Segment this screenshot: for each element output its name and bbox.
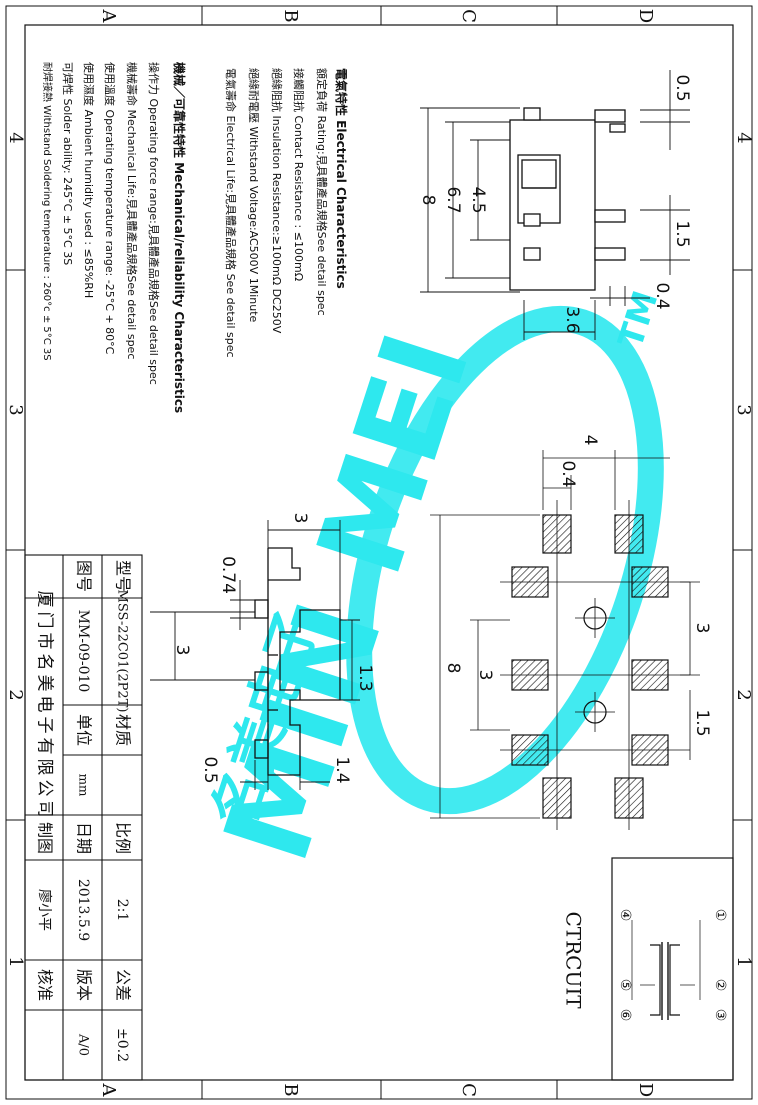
dim-1-5: 1.5 [672, 220, 692, 247]
unit-label: 单位 [75, 714, 94, 746]
row-number-left: 3 [5, 404, 26, 415]
col-letter-bottom: C [458, 1083, 479, 1097]
tolerance-value: ±0.2 [114, 1028, 130, 1062]
row-number-right: 3 [733, 404, 754, 415]
dim-0-4: 0.4 [652, 282, 672, 309]
drawing-no-label: 图号 [75, 560, 94, 592]
dim-3-6: 3.6 [562, 306, 582, 333]
dim-8: 8 [443, 663, 463, 674]
date-value: 2013.5.9 [75, 879, 91, 941]
col-letter-bottom: A [98, 1083, 119, 1098]
dim-4: 4 [580, 435, 600, 446]
mechanical-line: 使用溫度 Operating temperature range: -25°C … [103, 62, 116, 355]
dim-1-3: 1.3 [355, 664, 375, 691]
title-block-text: 型号 MSS-22C01(2P2T) 材质 比例 2:1 公差 ±0.2 图号 … [35, 560, 133, 1062]
dim-3: 3 [172, 645, 192, 656]
pcb-dimension-labels: 4 0.4 3 8 3 1.5 [443, 435, 712, 737]
col-letter-top: C [458, 9, 479, 23]
version-label: 版本 [75, 969, 94, 1001]
model-label: 型号 [114, 560, 133, 592]
dim-3: 3 [475, 670, 495, 681]
dim-0-4: 0.4 [558, 460, 578, 487]
col-letter-bottom: D [635, 1083, 656, 1097]
dim-0-74: 0.74 [218, 556, 238, 594]
drafter-label: 制图 [36, 822, 55, 854]
pin-3: ③ [712, 1009, 728, 1022]
actuator [521, 159, 557, 189]
row-number-left: 1 [5, 956, 26, 967]
row-number-right: 4 [733, 132, 754, 143]
date-label: 日期 [75, 822, 94, 854]
electrical-line: 絕緣耐電壓 Withstand Voltage:AC500V 1Minute [247, 68, 260, 323]
mechanical-line: 機械壽命 Mechanical Life:見具體產品規格See detail s… [125, 62, 138, 360]
top-view-dimension-labels: 0.5 8 6.7 4.5 1.5 0.4 3.6 [418, 74, 692, 333]
material-label: 材质 [114, 714, 133, 746]
electrical-line: 絕緣阻抗 Insulation Resistance:≥100mΩ DC250V [270, 68, 283, 334]
dim-8: 8 [418, 195, 438, 206]
top-view-drawing [509, 107, 626, 291]
drafter-value: 廖小平 [36, 889, 53, 931]
electrical-line: 額定負荷 Rating:見具體產品規格See detail spec [315, 68, 328, 316]
side-view-drawing [254, 547, 341, 776]
unit-value: mm [77, 774, 91, 797]
dim-0-5: 0.5 [200, 756, 220, 783]
electrical-line: 電氣壽命 Electrical Life:見具體產品規格 See detail … [224, 68, 237, 358]
dim-3: 3 [692, 623, 712, 634]
side-view-dimension-labels: 3 0.74 3 1.3 0.5 1.4 [172, 513, 375, 784]
tolerance-label: 公差 [114, 969, 133, 1001]
col-letter-top: B [280, 9, 301, 22]
approve-label: 核准 [36, 969, 55, 1001]
circuit-box [611, 857, 734, 1081]
dim-1-4: 1.4 [332, 756, 352, 783]
version-value: A/0 [76, 1033, 91, 1056]
company-name: 厦门市名美电子有限公司 [35, 591, 55, 822]
mechanical-line: 耐焊接熱 Withstand Soldering temperature : 2… [41, 62, 52, 361]
row-number-right: 2 [733, 689, 754, 700]
dim-6-7: 6.7 [443, 186, 463, 213]
circuit-text: CTRCUIT ① ② ③ ④ ⑤ ⑥ [562, 909, 729, 1022]
pin-4: ④ [617, 909, 633, 922]
row-number-right: 1 [733, 956, 754, 967]
scale-label: 比例 [114, 822, 133, 854]
pin-5: ⑤ [617, 979, 633, 992]
model-value: MSS-22C01(2P2T) [115, 590, 130, 713]
pcb-centerlines [430, 450, 700, 830]
mechanical-line: 使用濕度 Ambient humidity used : ≤85%RH [82, 62, 95, 299]
title-block-grid [24, 554, 143, 1081]
dim-1-5: 1.5 [692, 709, 712, 736]
scale-value: 2:1 [114, 899, 130, 922]
drawing-frame [5, 5, 753, 1100]
mechanical-line: 操作力 Operating force range:見具體產品規格See det… [147, 62, 160, 385]
col-letter-top: D [635, 9, 656, 23]
electrical-heading: 電氣特性 Electrical Characteristics [334, 68, 348, 289]
top-view-dimension-lines [420, 70, 690, 340]
frame-labels: A B C D A B C D 4 3 2 1 4 3 2 1 [5, 9, 754, 1098]
electrical-line: 接觸阻抗 Contact Resistance : ≤100mΩ [292, 68, 305, 282]
row-number-left: 2 [5, 689, 26, 700]
col-letter-top: A [98, 9, 119, 24]
col-letter-bottom: B [280, 1083, 301, 1096]
mechanical-line: 可焊性 Solder ability: 245°C ± 5°C 3S [61, 62, 74, 266]
circuit-title: CTRCUIT [562, 911, 586, 1009]
drawing-no-value: MM-09-010 [75, 610, 91, 693]
pin-1: ① [712, 909, 728, 922]
row-number-left: 4 [5, 132, 26, 143]
mechanical-heading: 機械／可靠性特性 Mechanical/reliability Characte… [172, 62, 186, 414]
side-view-dimension-lines [150, 520, 360, 790]
pin-2: ② [712, 979, 728, 992]
pin-6: ⑥ [617, 1009, 633, 1022]
dim-4-5: 4.5 [468, 186, 488, 213]
dim-0-5: 0.5 [672, 74, 692, 101]
dim-3: 3 [290, 513, 310, 524]
